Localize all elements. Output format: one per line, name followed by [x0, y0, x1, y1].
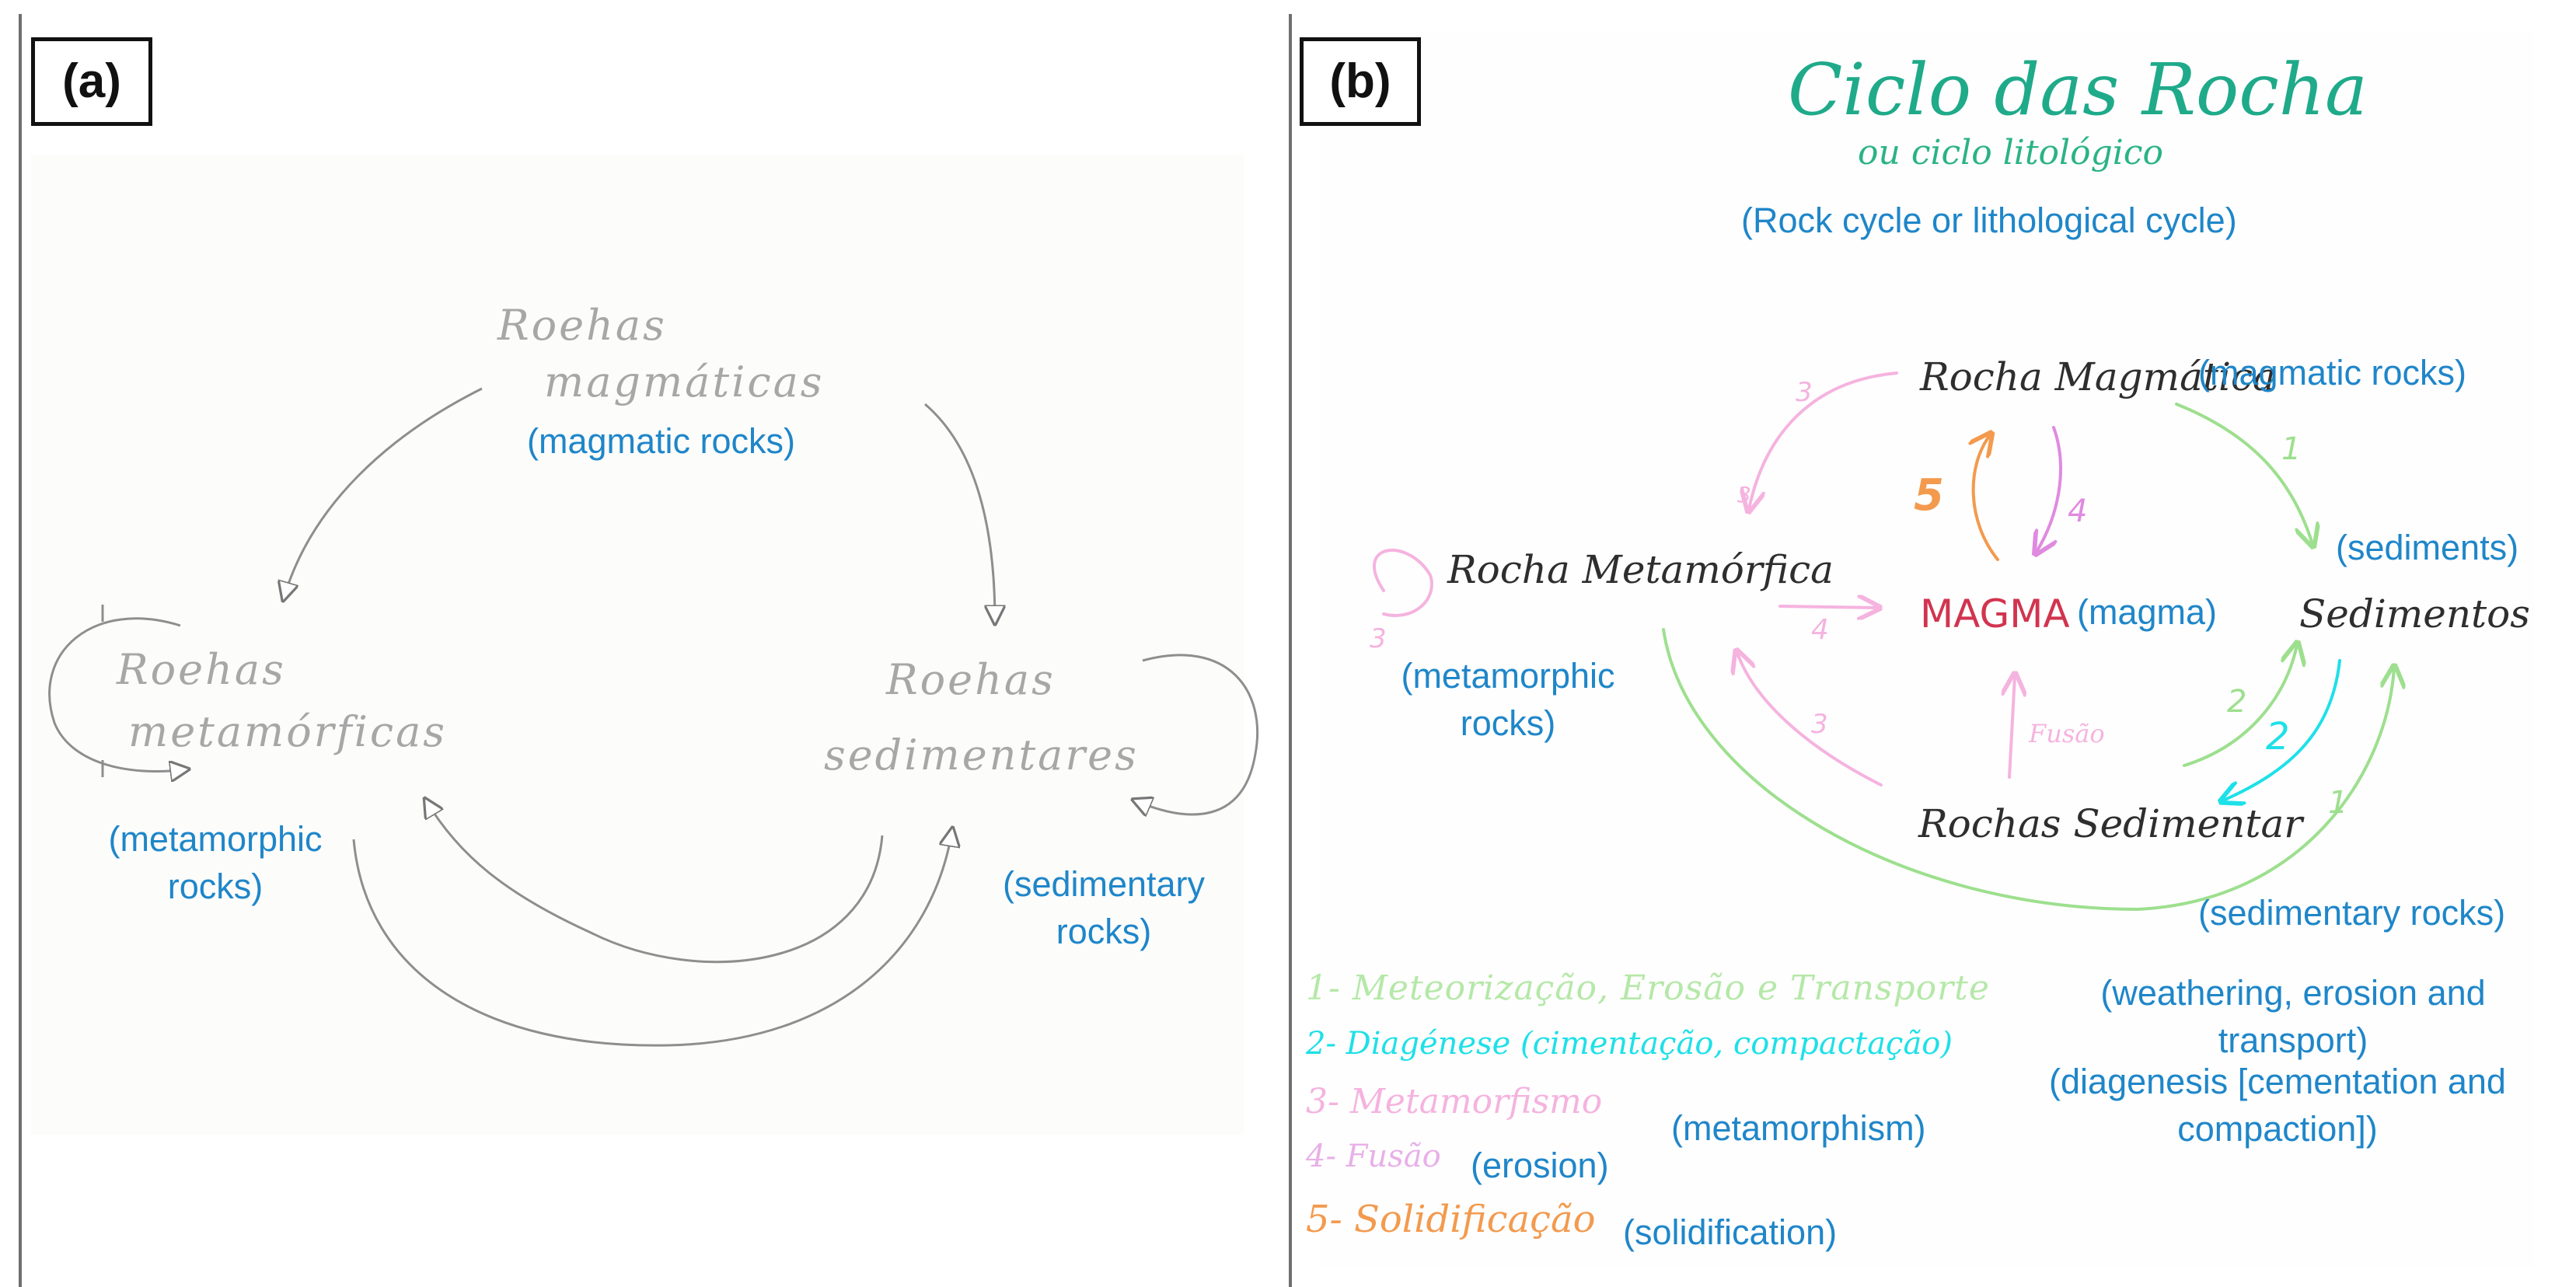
rock-cycle-subtitle: ou ciclo litológico	[1858, 133, 2163, 173]
rock-cycle-title-translation: (Rock cycle or lithological cycle)	[1741, 201, 2237, 240]
arrow-number-green-mid: 2	[2227, 684, 2247, 720]
arrow-number-top-left: 3	[1796, 377, 1813, 408]
metamorphic-translation-line1: (metamorphic	[108, 819, 323, 859]
magmatic-rocks-handwritten-line2: magmáticas	[544, 358, 825, 406]
arrow-number-sed-to-meta: 3	[1811, 709, 1828, 740]
arrow-magmatic-to-magma-violet	[2037, 426, 2062, 552]
sedimentary-rock-node: Rochas Sedimentar	[1918, 801, 2303, 846]
metamorphic-translation-line2: rocks)	[167, 866, 264, 906]
sedimentary-translation-line2: rocks)	[1056, 911, 1152, 951]
legend-item-5-translation: (solidification)	[1623, 1212, 1838, 1252]
arrow-metamorphic-to-magma-pink	[1778, 606, 1877, 608]
sedimentary-translation-line1: (sedimentary	[1002, 864, 1206, 904]
arrow-number-meta-loop: 3	[1370, 623, 1387, 654]
panel-divider-line	[1289, 14, 1292, 1287]
metamorphic-rock-node: Rocha Metamórfica	[1447, 547, 1834, 592]
arrow-number-cyan: 2	[2266, 715, 2290, 759]
metamorphic-rock-translation-line2: rocks)	[1460, 703, 1556, 743]
loop-metamorphic-pink	[1373, 549, 1433, 617]
loop-sedimentary	[1135, 654, 1259, 814]
legend-item-1: 1- Meteorização, Erosão e Transporte	[1306, 968, 1990, 1008]
metamorphic-rocks-handwritten-line1: Roehas	[117, 645, 286, 694]
legend-item-2-translation-line1: (diagenesis [cementation and	[2049, 1062, 2506, 1101]
panel-b-paper	[1321, 31, 2534, 1267]
legend-item-1-translation-line2: transport)	[2218, 1020, 2368, 1060]
arrow-sedimentary-to-sediments-green	[2183, 645, 2297, 767]
legend-item-3-translation: (metamorphism)	[1671, 1108, 1926, 1148]
legend-item-2: 2- Diagénese (cimentação, compactação)	[1306, 1026, 1953, 1062]
sedimentary-rocks-handwritten-line1: Roehas	[886, 655, 1056, 704]
arrow-sediments-to-sedimentary-cyan	[2223, 659, 2341, 800]
magmatic-rocks-translation: (magmatic rocks)	[527, 421, 796, 461]
legend-item-1-translation-line1: (weathering, erosion and	[2100, 973, 2486, 1013]
arrow-magmatic-to-sedimentary	[924, 403, 995, 622]
legend-item-2-translation-line2: compaction])	[2177, 1108, 2378, 1149]
arrow-number-green-top: 1	[2281, 431, 2302, 467]
legend-item-4-translation: (erosion)	[1471, 1146, 1609, 1185]
arrow-magma-to-magmatic-orange	[1974, 435, 1999, 561]
legend-item-1-translation: (weathering, erosion and transport)	[2075, 970, 2511, 1065]
magmatic-rock-node: Rocha Magmática	[1920, 354, 2276, 399]
arrow-metamorphic-to-sedimentary	[352, 830, 952, 1047]
sedimentary-rocks-handwritten-line2: sedimentares	[824, 731, 1139, 780]
arrow-number-magma-right: 4	[2068, 494, 2088, 529]
arrow-magmatic-to-sediments-green	[2175, 403, 2312, 544]
magmatic-rock-translation: (magmatic rocks)	[2198, 353, 2467, 392]
arrow-metamorphic-to-sediments-green	[1662, 628, 2394, 912]
metamorphic-rocks-handwritten-line2: metamórficas	[128, 707, 447, 756]
rock-cycle-title: Ciclo das Rocha	[1788, 48, 2368, 131]
legend-item-3: 3- Metamorfismo	[1306, 1082, 1603, 1121]
magma-translation: (magma)	[2077, 592, 2218, 632]
sedimentary-rock-translation: (sedimentary rocks)	[2198, 893, 2506, 933]
metamorphic-rock-translation: (metamorphic rocks)	[1380, 653, 1636, 748]
legend-item-5: 5- Solidificação	[1306, 1198, 1596, 1241]
magmatic-rocks-handwritten-line1: Roehas	[497, 301, 667, 350]
legend-item-4: 4- Fusão	[1306, 1139, 1441, 1174]
sediments-node: Sedimentos	[2299, 591, 2530, 637]
metamorphic-rock-translation-line1: (metamorphic	[1401, 656, 1615, 696]
arrow-number-top-left-tip: 3	[1737, 482, 1751, 507]
panel-a-label: (a)	[31, 37, 152, 126]
arrow-sedimentary-to-magma-fusion	[2009, 676, 2015, 779]
panel-b-label: (b)	[1300, 37, 1421, 126]
arrow-number-meta-to-magma: 4	[1811, 614, 1829, 646]
magma-node: MAGMA	[1920, 591, 2070, 637]
arrow-number-magma-left: 5	[1914, 470, 1944, 521]
left-border-line	[19, 14, 22, 1287]
sediments-translation: (sediments)	[2336, 528, 2519, 567]
metamorphic-rocks-translation: (metamorphic rocks)	[87, 816, 344, 911]
panel-a-paper	[31, 155, 1244, 1135]
arrow-sedimentary-to-metamorphic	[426, 800, 884, 964]
arrow-magmatic-to-metamorphic-pink	[1749, 371, 1898, 509]
arrow-number-green-bottom: 1	[2328, 785, 2348, 821]
legend-item-2-translation: (diagenesis [cementation and compaction]…	[2013, 1059, 2542, 1153]
arrow-magmatic-to-metamorphic	[284, 387, 483, 598]
loop-metamorphic	[48, 617, 187, 772]
fusion-arrow-label: Fusão	[2029, 719, 2105, 748]
arrow-sedimentary-to-metamorphic-pink	[1737, 653, 1883, 786]
sedimentary-rocks-translation: (sedimentary rocks)	[976, 861, 1232, 956]
